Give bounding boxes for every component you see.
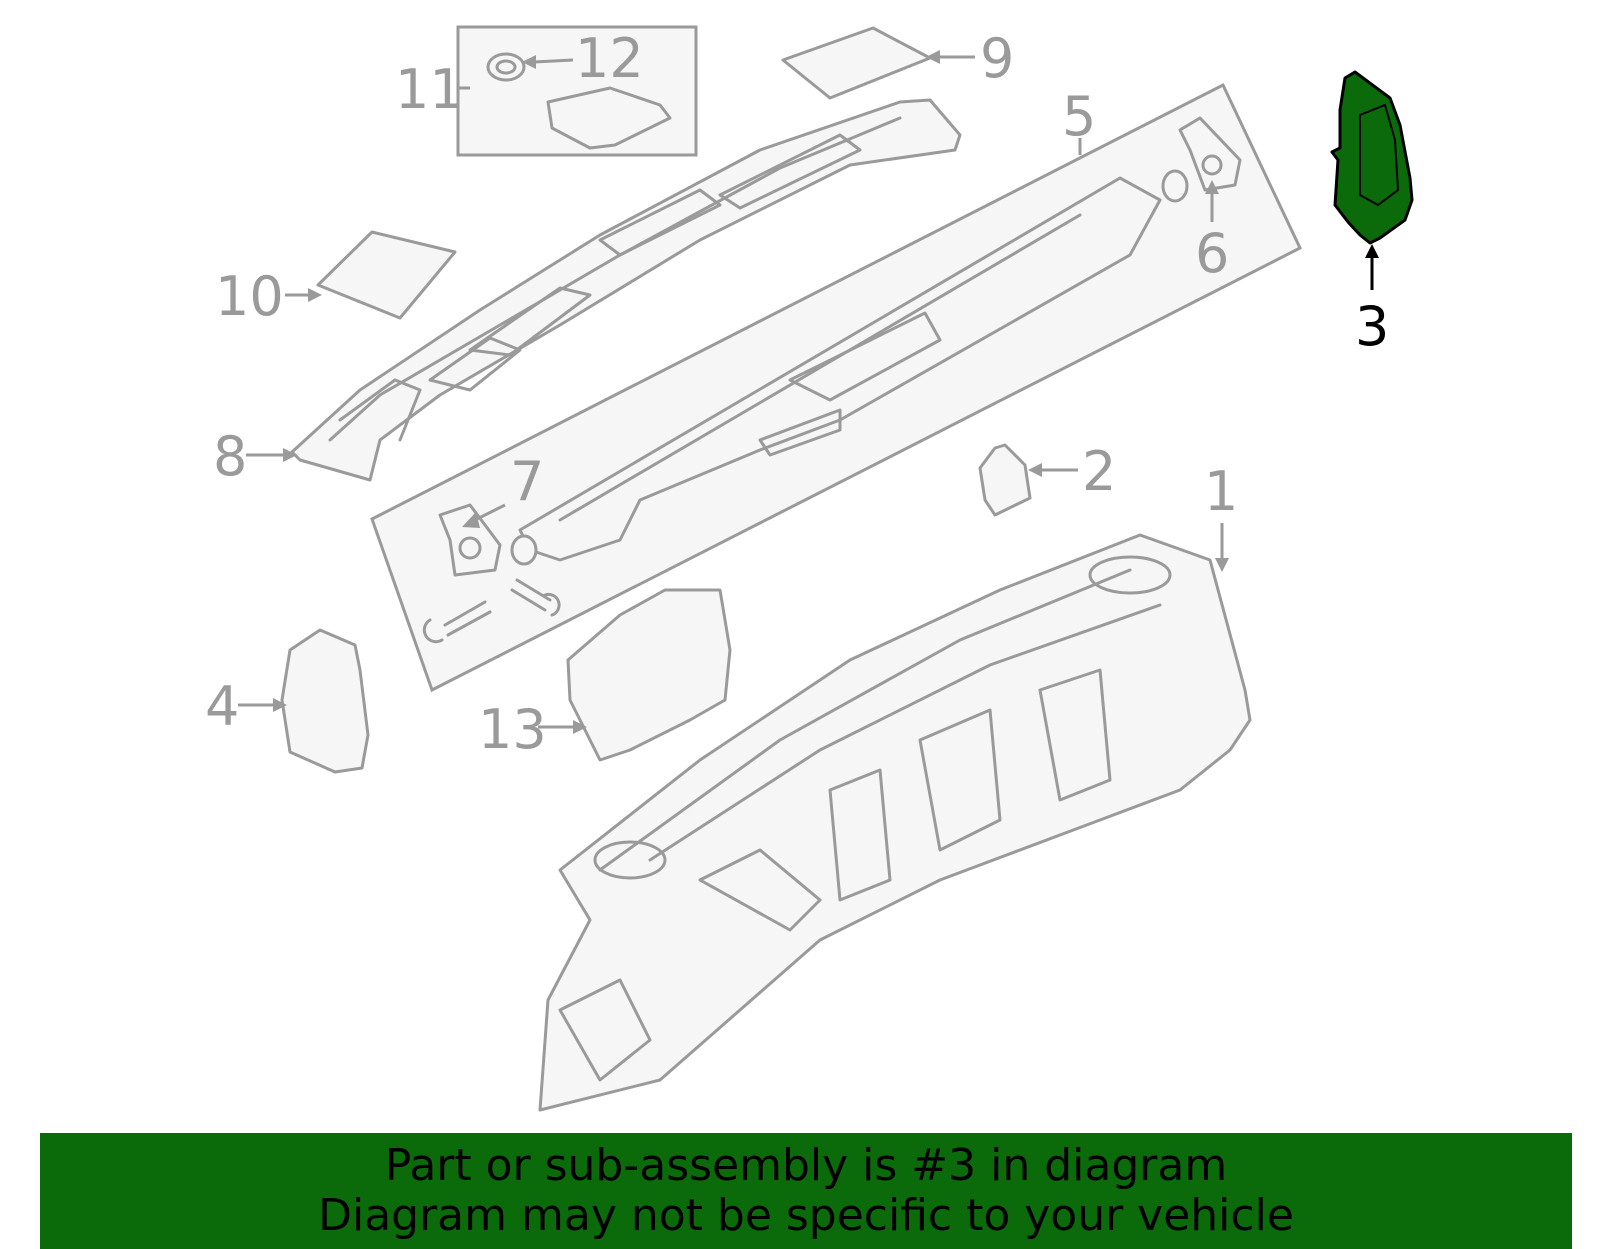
part-4 (280, 628, 370, 774)
parts-diagram: 1 2 3 4 5 6 7 8 9 10 11 12 13 (205, 25, 1414, 1112)
banner-line-part-info: Part or sub-assembly is #3 in diagram (384, 1140, 1228, 1191)
part-3-inner-contour (1359, 103, 1400, 207)
callout-9: 9 (980, 27, 1014, 90)
callout-8: 8 (213, 425, 247, 488)
callout-7: 7 (510, 450, 544, 513)
part-5-panel (370, 82, 1302, 693)
callout-4: 4 (205, 675, 239, 738)
part-11-box (456, 25, 698, 157)
callout-11: 11 (395, 58, 464, 121)
callout-13: 13 (478, 698, 547, 761)
callout-12: 12 (575, 27, 644, 90)
callout-10: 10 (215, 265, 284, 328)
callout-3: 3 (1355, 295, 1389, 358)
part-9 (781, 26, 932, 100)
part-13 (566, 588, 732, 762)
banner-line-disclaimer: Diagram may not be specific to your vehi… (318, 1190, 1294, 1241)
callout-1: 1 (1204, 460, 1238, 523)
part-3-highlighted (1330, 70, 1414, 245)
leader-lines (238, 50, 1379, 734)
part-2 (978, 443, 1032, 517)
part-10 (316, 230, 457, 320)
callout-2: 2 (1082, 440, 1116, 503)
info-banner: Part or sub-assembly is #3 in diagram Di… (40, 1133, 1572, 1249)
part-1-frame (538, 533, 1252, 1112)
callout-5: 5 (1062, 85, 1096, 148)
part-8-upper-pad (290, 98, 962, 482)
callout-6: 6 (1195, 222, 1229, 285)
